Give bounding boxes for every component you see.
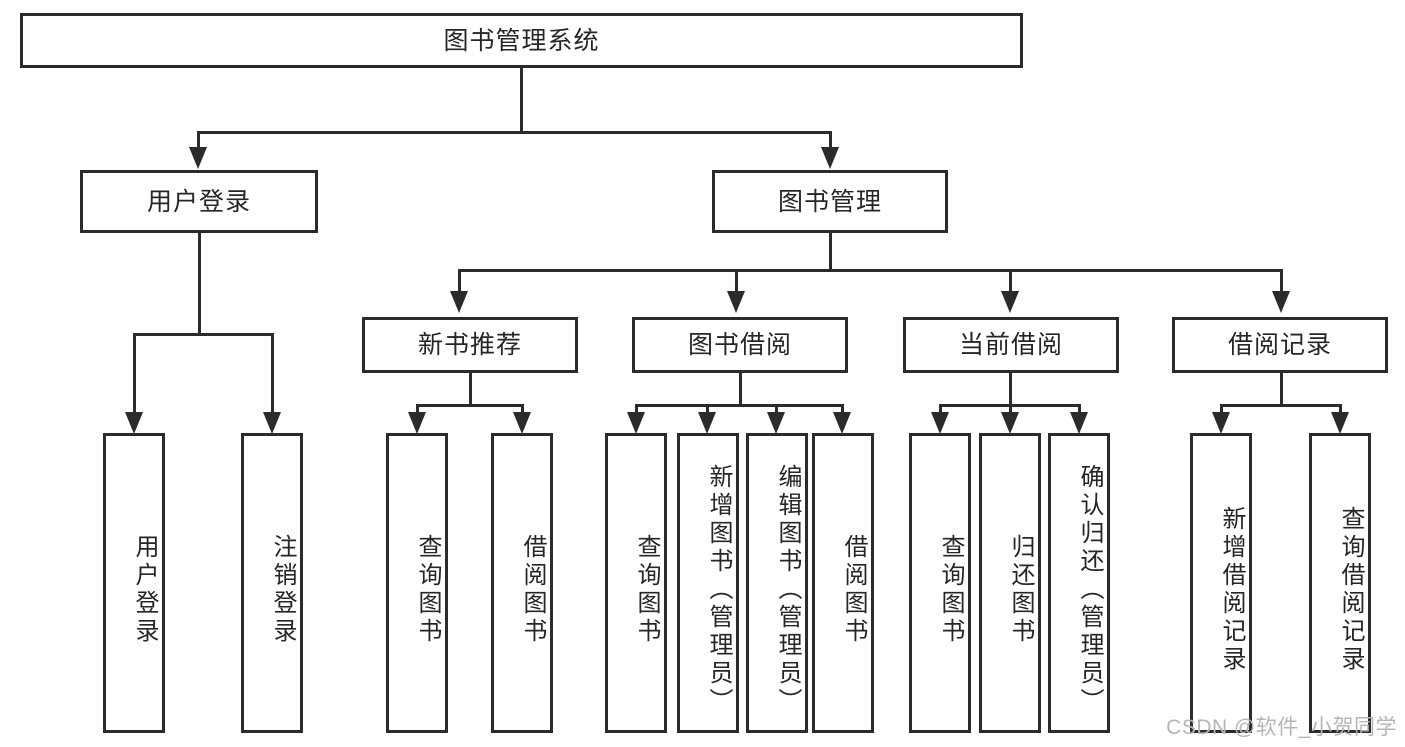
connector-drop-book-borrow [735,269,738,293]
connector-drop-leaf-newbook-0 [416,404,419,416]
connector-drop-new-book [458,269,461,293]
connector-drop-borrow-record [1280,269,1283,293]
connector-drop-leaf-borrowrecord-1 [1339,404,1342,416]
arrowhead-leaf-user-login-0 [125,412,143,434]
connector-drop-leaf-currentborrow-2 [1078,404,1081,416]
connector-current-borrow-stem [1009,373,1012,406]
connector-book-borrow-bar [635,404,843,407]
connector-drop-leaf-borrowrecord-0 [1220,404,1223,416]
connector-drop-leaf-user-login-0 [133,333,136,415]
node-root-system[interactable]: 图书管理系统 [20,13,1023,68]
leaf-book-borrow-2[interactable]: 编辑图书（管理员） [746,433,808,733]
node-borrow-record[interactable]: 借阅记录 [1172,317,1388,373]
arrowhead-leaf-currentborrow-0 [931,412,949,434]
connector-drop-user-login [197,131,200,149]
connector-drop-leaf-bookborrow-1 [706,404,709,416]
connector-drop-leaf-newbook-1 [521,404,524,416]
connector-drop-leaf-currentborrow-1 [1009,404,1012,416]
arrowhead-leaf-newbook-1 [513,412,531,434]
connector-level3-bar [458,269,1283,272]
connector-drop-book-manage [829,131,832,149]
arrowhead-borrow-record [1272,291,1290,313]
arrowhead-new-book [450,291,468,313]
leaf-borrow-record-1[interactable]: 查询借阅记录 [1309,433,1371,733]
node-current-borrow[interactable]: 当前借阅 [903,317,1119,373]
arrowhead-leaf-borrowrecord-1 [1331,412,1349,434]
arrowhead-leaf-newbook-0 [408,412,426,434]
connector-root-stem [520,68,523,133]
leaf-book-borrow-3[interactable]: 借阅图书 [812,433,874,733]
connector-drop-leaf-user-login-1 [271,333,274,415]
leaf-current-borrow-2[interactable]: 确认归还（管理员） [1048,433,1110,733]
connector-borrow-record-stem [1280,373,1283,406]
leaf-current-borrow-1[interactable]: 归还图书 [979,433,1041,733]
connector-user-login-stem [198,233,201,335]
connector-level2-bar [197,131,832,134]
connector-new-book-bar [416,404,524,407]
arrowhead-current-borrow [1001,291,1019,313]
arrowhead-leaf-bookborrow-2 [767,412,785,434]
arrowhead-book-manage [821,147,839,169]
connector-new-book-stem [469,373,472,406]
leaf-user-login-1[interactable]: 注销登录 [241,433,303,733]
arrowhead-leaf-borrowrecord-0 [1212,412,1230,434]
node-book-borrow[interactable]: 图书借阅 [632,317,848,373]
connector-user-login-bar [133,333,274,336]
arrowhead-leaf-bookborrow-0 [627,412,645,434]
connector-drop-leaf-bookborrow-0 [635,404,638,416]
leaf-new-book-1[interactable]: 借阅图书 [491,433,553,733]
connector-drop-leaf-currentborrow-0 [939,404,942,416]
arrowhead-leaf-currentborrow-1 [1001,412,1019,434]
arrowhead-leaf-bookborrow-3 [833,412,851,434]
connector-book-manage-stem [829,233,832,271]
leaf-user-login-0[interactable]: 用户登录 [103,433,165,733]
arrowhead-user-login [189,147,207,169]
connector-borrow-record-bar [1220,404,1342,407]
leaf-new-book-0[interactable]: 查询图书 [386,433,448,733]
arrowhead-leaf-currentborrow-2 [1070,412,1088,434]
arrowhead-leaf-user-login-1 [263,412,281,434]
arrowhead-leaf-bookborrow-1 [698,412,716,434]
leaf-borrow-record-0[interactable]: 新增借阅记录 [1190,433,1252,733]
connector-book-borrow-stem [739,373,742,406]
leaf-current-borrow-0[interactable]: 查询图书 [909,433,971,733]
node-book-management[interactable]: 图书管理 [712,170,948,233]
leaf-book-borrow-0[interactable]: 查询图书 [605,433,667,733]
leaf-book-borrow-1[interactable]: 新增图书（管理员） [677,433,739,733]
connector-drop-leaf-bookborrow-2 [775,404,778,416]
connector-drop-current-borrow [1009,269,1012,293]
node-new-book-recommend[interactable]: 新书推荐 [362,317,578,373]
csdn-watermark: CSDN @软件_小贺同学 [1166,716,1397,739]
connector-drop-leaf-bookborrow-3 [841,404,844,416]
arrowhead-book-borrow [727,291,745,313]
node-user-login[interactable]: 用户登录 [80,170,318,233]
